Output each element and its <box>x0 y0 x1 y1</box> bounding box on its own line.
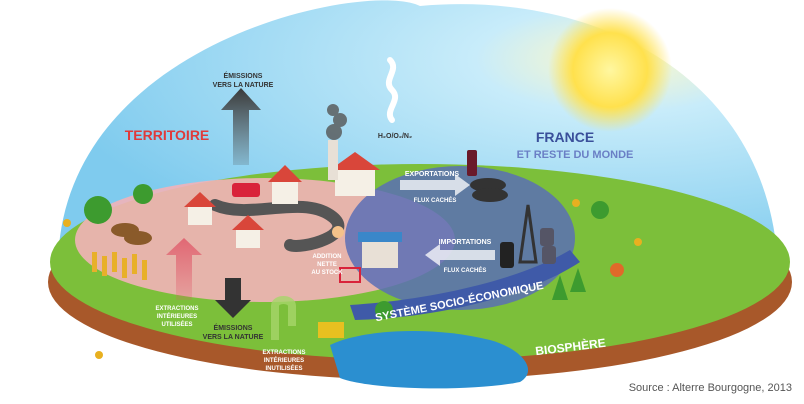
extractions-utilisees-line1: EXTRACTIONS <box>155 306 198 312</box>
territoire-label: TERRITOIRE <box>125 127 210 143</box>
exportations-arrow <box>400 174 470 196</box>
extractions-utilisees-line2: INTÉRIEURES <box>157 312 197 320</box>
extractions-utilisees-line3: UTILISÉES <box>161 320 192 328</box>
barrels-icon <box>540 228 556 264</box>
france-label: FRANCE <box>536 129 594 145</box>
importations-arrow <box>425 244 495 266</box>
importations-label: IMPORTATIONS <box>439 239 492 246</box>
extractions-inutilisees-line1: EXTRACTIONS <box>262 350 305 356</box>
person <box>332 226 344 238</box>
pipes-icon <box>470 178 508 202</box>
emissions-down-arrow <box>215 278 251 318</box>
wheat-field <box>92 252 147 280</box>
road <box>209 199 345 252</box>
child-figure <box>610 263 624 277</box>
smoke <box>326 104 347 140</box>
shop <box>358 232 402 268</box>
emissions-bottom-line2: VERS LA NATURE <box>203 334 264 341</box>
extractions-inutilisees-line2: INTÉRIEURES <box>264 356 304 364</box>
pylon-icon <box>518 204 538 264</box>
addition-stock-line2: NETTE <box>317 262 337 268</box>
flux-caches-bottom-label: FLUX CACHÉS <box>444 266 487 274</box>
gas-exchange-arrow <box>385 57 399 123</box>
bee-icons <box>63 199 642 359</box>
emissions-up-arrow <box>221 88 261 165</box>
phone-icon <box>500 242 514 268</box>
emissions-bottom-line1: ÉMISSIONS <box>214 323 253 332</box>
extractions-inutilisees-arrow <box>271 296 296 340</box>
gases-label: H₂O/O₂/N₂ <box>378 133 412 140</box>
exportations-label: EXPORTATIONS <box>405 171 460 178</box>
trees <box>84 184 609 319</box>
bulldozer-icon <box>318 322 344 338</box>
addition-stock-line1: ADDITION <box>313 254 342 260</box>
car <box>232 183 260 197</box>
systeme-band <box>350 250 580 320</box>
house-1 <box>184 192 216 225</box>
factory <box>328 140 380 196</box>
flux-caches-top-label: FLUX CACHÉS <box>414 196 457 204</box>
logs <box>111 223 152 245</box>
reste-du-monde-label: ET RESTE DU MONDE <box>517 149 634 161</box>
emissions-top-line1: ÉMISSIONS <box>224 71 263 80</box>
house-3 <box>232 215 264 248</box>
source-caption: Source : Alterre Bourgogne, 2013 <box>628 382 792 394</box>
sun <box>548 8 672 132</box>
extractions-inutilisees-line3: INUTILISÉES <box>265 364 302 372</box>
lake <box>330 330 529 389</box>
house-2 <box>268 165 302 204</box>
addition-stock-line3: AU STOCK <box>311 270 343 276</box>
emissions-top-line2: VERS LA NATURE <box>213 82 274 89</box>
shopping-cart-icon <box>339 267 361 283</box>
extractions-up-arrow <box>166 238 202 300</box>
wine-bottle-icon <box>467 150 477 176</box>
